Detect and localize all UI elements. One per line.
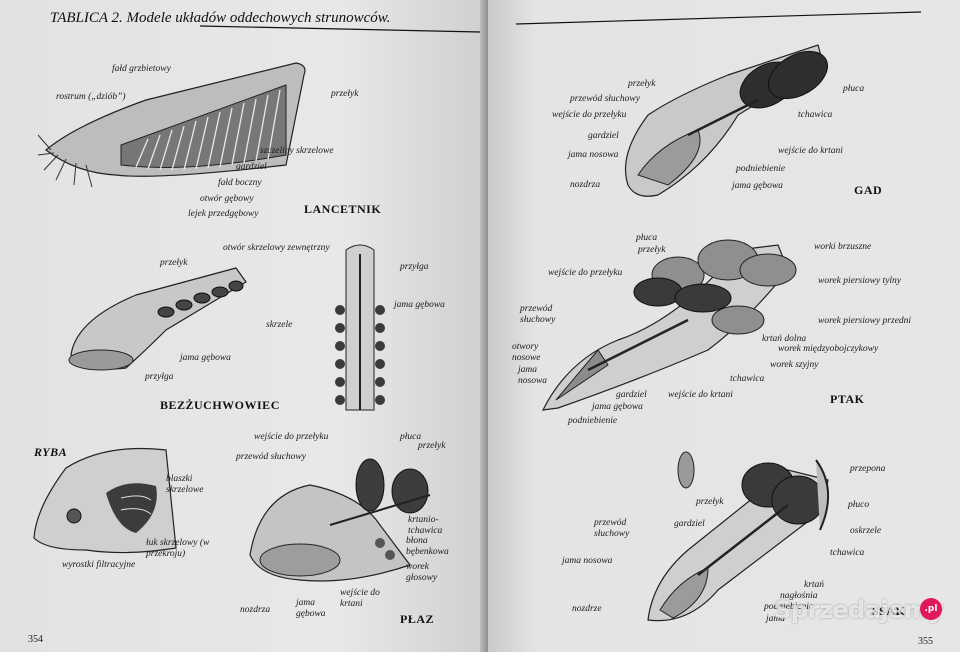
label: worek piersiowy przedni (818, 316, 912, 326)
label: jama gębowa (394, 300, 445, 310)
label: wejście do przełyku (254, 432, 329, 442)
animal-name-lancetnik: LANCETNIK (304, 202, 382, 216)
animal-name-gad: GAD (854, 183, 883, 197)
label: wejście do krtani (668, 390, 733, 400)
label: przyłga (400, 262, 429, 272)
label: przewód słuchowy (520, 304, 556, 325)
watermark-badge: .pl (920, 598, 942, 620)
label: tchawica (830, 548, 865, 558)
animal-name-ssak: SSAK (872, 604, 906, 618)
label: łuk skrzelowy (w przekroju) (146, 538, 210, 559)
label: jama gębowa (592, 402, 643, 412)
label: otwór skrzelowy zewnętrzny (223, 243, 330, 253)
watermark-text: Sprzedajemy (774, 596, 944, 624)
label: wejście do przełyku (552, 110, 627, 120)
label: podniebienie (736, 164, 786, 174)
label: nozdrza (240, 605, 271, 615)
left-page: TABLICA 2. Modele układów oddechowych st… (0, 0, 488, 652)
label: jama gębowa (180, 353, 231, 363)
label: oskrzele (850, 526, 882, 536)
label: jama gębowa (296, 598, 326, 619)
label: przełyk (696, 497, 724, 507)
label: przewód słuchowy (594, 518, 630, 539)
label: fałd boczny (218, 178, 262, 188)
label: jama (766, 614, 785, 624)
label: jama nosowa (518, 365, 548, 386)
label: płuca (843, 84, 865, 94)
label: worek piersiowy tylny (818, 276, 902, 286)
label: gardziel (588, 131, 619, 141)
label: wejście do krtani (340, 588, 380, 609)
label: gardziel (674, 519, 705, 529)
lamprey-illustration (68, 267, 247, 371)
label: worki brzuszne (814, 242, 872, 252)
label: fałd grzbietowy (112, 64, 171, 74)
title-rule (516, 11, 922, 25)
label: gardziel (236, 162, 267, 172)
label: przewód słuchowy (570, 94, 640, 104)
watermark: Sprzedajemy .pl (770, 594, 948, 634)
label: tchawica (730, 374, 765, 384)
label: przełyk (160, 258, 188, 268)
label: przełyk (638, 245, 666, 255)
label: wejście do krtani (778, 146, 843, 156)
right-page: przełyk przewód słuchowy wejście do prze… (488, 0, 960, 652)
frog-illustration (249, 458, 431, 582)
label: przewód słuchowy (236, 452, 306, 462)
label: przepona (850, 464, 886, 474)
label: worek międzyobojczykowy (778, 344, 879, 354)
mammal-illustration (647, 451, 830, 622)
lamprey-gill-section (335, 244, 385, 411)
label: błona bębenkowa (406, 536, 449, 557)
title-rule (200, 25, 481, 33)
page-number: 354 (28, 634, 43, 645)
label: worek szyjny (770, 360, 819, 370)
lancelet-illustration (37, 62, 306, 188)
label: krtań (804, 580, 825, 590)
label: wejście do przełyku (548, 268, 623, 278)
label: płuco (848, 500, 870, 510)
label: gardziel (616, 390, 647, 400)
label: nozdrze (572, 604, 602, 614)
label: jama nosowa (562, 556, 613, 566)
animal-name-bezzuchwowiec: BEZŻUCHWOWIEC (160, 398, 280, 412)
label: nagłośnia (780, 591, 818, 601)
animal-name-ryba: RYBA (34, 445, 68, 459)
fish-illustration (33, 447, 177, 554)
label: przyłga (145, 372, 174, 382)
label: nozdrza (570, 180, 601, 190)
label: rostrum („dziób”) (56, 92, 126, 102)
label: podniebienie (764, 602, 814, 612)
label: tchawica (798, 110, 833, 120)
label: szczeliny skrzelowe (260, 146, 334, 156)
label: jama gębowa (732, 181, 783, 191)
animal-name-ptak: PTAK (830, 392, 865, 406)
label: wyrostki filtracyjne (62, 560, 136, 570)
label: blaszki skrzelowe (166, 474, 204, 495)
label: przełyk (418, 441, 446, 451)
label: płuca (400, 432, 422, 442)
reptile-illustration (624, 44, 828, 197)
label: przełyk (331, 89, 359, 99)
animal-name-plaz: PŁAZ (400, 612, 435, 626)
label: lejek przedgębowy (188, 209, 259, 219)
label: krtań dolna (762, 334, 807, 344)
label: otwór gębowy (200, 194, 254, 204)
label: skrzele (266, 320, 293, 330)
label: przełyk (628, 79, 656, 89)
label: jama nosowa (568, 150, 619, 160)
label: worek głosowy (406, 562, 438, 583)
label: podniebienie (568, 416, 618, 426)
label: otwory nosowe (512, 342, 541, 363)
page-number: 355 (918, 636, 933, 647)
label: płuca (636, 233, 658, 243)
bird-illustration (541, 239, 797, 411)
plate-title: TABLICA 2. Modele układów oddechowych st… (50, 10, 391, 26)
label: krtanio-tchawica (408, 515, 443, 536)
